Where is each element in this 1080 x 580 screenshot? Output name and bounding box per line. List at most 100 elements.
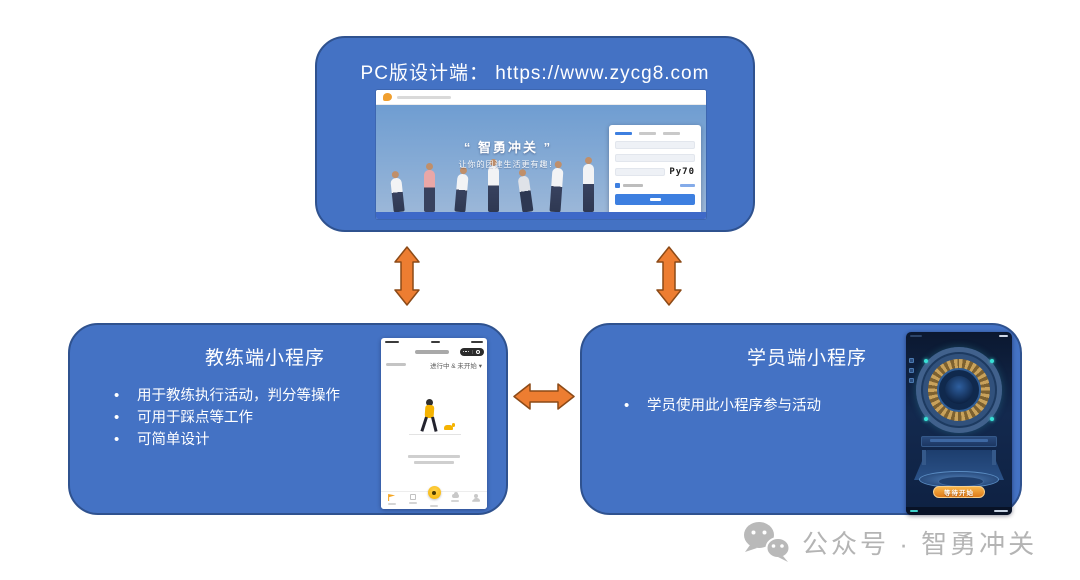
hud-right-placeholder [999,335,1008,337]
tab-item-cloud[interactable] [445,492,466,509]
captcha-row: Py70 [615,167,695,177]
watermark-text: 公众号 · 智勇冲关 [802,528,1038,559]
tab-item-profile[interactable] [466,492,487,509]
bullet-item: 可用于踩点等工作 [110,407,340,429]
status-filter-dropdown[interactable]: 进行中 & 未开始 ▾ [429,362,482,370]
bullet-item: 可简单设计 [110,429,340,451]
illustration-ground-line [409,434,461,435]
coach-bullets: 用于教练执行活动，判分等操作 可用于踩点等工作 可简单设计 [110,385,340,451]
dog-illustration [444,423,455,430]
activity-filter-row: 进行中 & 未开始 ▾ [381,358,487,371]
student-bullets: 学员使用此小程序参与活动 [620,395,821,417]
remember-checkbox[interactable] [615,183,620,188]
site-header [376,90,706,105]
student-box-title: 学员端小程序 [746,348,867,369]
side-button[interactable] [909,378,914,383]
more-icon[interactable] [460,350,472,353]
username-input[interactable] [615,141,695,149]
person-silhouette [454,173,469,212]
remember-label-placeholder [623,184,643,187]
tab-label-placeholder [451,500,460,502]
person-silhouette [390,177,406,212]
walking-person-illustration [409,399,461,447]
phone-status-bar [381,338,487,345]
hud-right-placeholder [994,510,1008,512]
coach-phone-screenshot: 进行中 & 未开始 ▾ [381,338,487,509]
dial-core [945,376,973,404]
hero-title: “ 智勇冲关 ” [463,140,553,155]
arrow-pc-coach [394,246,420,306]
stage-pillar [992,450,996,465]
capsule-circle-icon[interactable] [471,349,485,354]
tab-label-placeholder [430,505,438,507]
login-button-label-placeholder [649,198,661,201]
nav-title-placeholder [415,350,449,354]
illustration-leg [420,416,428,432]
student-phone-screenshot: 等待开始 [906,332,1012,515]
hud-left-placeholder [910,510,918,512]
tab-item-design[interactable] [402,492,423,509]
side-button[interactable] [909,368,914,373]
password-input[interactable] [615,154,695,162]
tab-label-placeholder [408,502,417,504]
empty-caption-placeholder [408,455,460,458]
hero-subtitle: 让你的团建生活更有趣！ [458,160,558,169]
game-top-hud [906,332,1012,337]
tab-item-activities[interactable] [381,492,402,509]
arrow-pc-student [656,246,682,306]
login-button[interactable] [615,194,695,205]
game-vault-dial [916,347,1002,433]
phone-nav-bar [381,345,487,358]
glow-dot [924,417,928,421]
arrow-coach-student [513,383,575,410]
grid-icon [409,494,416,500]
pc-design-box: PC版设计端： https://www.zycg8.com “ 智勇冲关 ” 让… [315,36,755,232]
flag-icon [388,494,396,501]
pc-box-title: PC版设计端： https://www.zycg8.com [360,63,710,84]
hud-left-placeholder [910,335,922,337]
captcha-code: Py70 [669,167,695,177]
status-time-placeholder [385,340,399,343]
bullet-item: 学员使用此小程序参与活动 [620,395,821,417]
forgot-link-placeholder[interactable] [680,184,695,187]
site-tagline-placeholder [397,95,451,99]
person-silhouette [487,159,499,212]
start-button[interactable]: 等待开始 [933,486,985,498]
login-tab[interactable] [639,132,656,135]
cloud-icon [451,492,459,498]
coach-miniapp-box: 教练端小程序 用于教练执行活动，判分等操作 可用于踩点等工作 可简单设计 [68,323,508,515]
wechat-icon [744,522,791,562]
person-silhouette [549,167,564,212]
captcha-input[interactable] [615,168,666,176]
person-silhouette [424,163,436,212]
tab-label-placeholder [387,503,396,505]
site-content-strip [376,212,706,219]
side-button[interactable] [909,358,914,363]
site-logo-icon [383,93,392,101]
status-mid-placeholder [430,340,440,343]
wechat-capsule [460,347,485,356]
game-panel-band [921,436,997,447]
login-tab[interactable] [663,132,680,135]
glow-dot [924,359,928,363]
center-action-button-icon [427,486,441,499]
student-miniapp-box: 学员端小程序 学员使用此小程序参与活动 [580,323,1022,515]
person-silhouette [517,175,534,212]
site-hero-banner: “ 智勇冲关 ” 让你的团建生活更有趣！ [376,105,706,212]
login-tabs [615,132,695,135]
login-tab-active[interactable] [615,132,632,135]
hero-text: “ 智勇冲关 ” 让你的团建生活更有趣！ [418,137,598,170]
person-silhouette [583,157,595,212]
remember-row [615,183,695,188]
bullet-item: 用于教练执行活动，判分等操作 [110,385,340,407]
tab-item-center-action[interactable] [423,486,444,509]
stage-pillar [922,450,926,465]
empty-state-area [381,371,487,491]
game-bottom-hud [906,507,1012,515]
illustration-head [426,399,433,406]
coach-box-title: 教练端小程序 [204,348,325,369]
game-side-buttons [909,358,914,383]
glow-dot [990,359,994,363]
list-label-placeholder [386,363,406,366]
